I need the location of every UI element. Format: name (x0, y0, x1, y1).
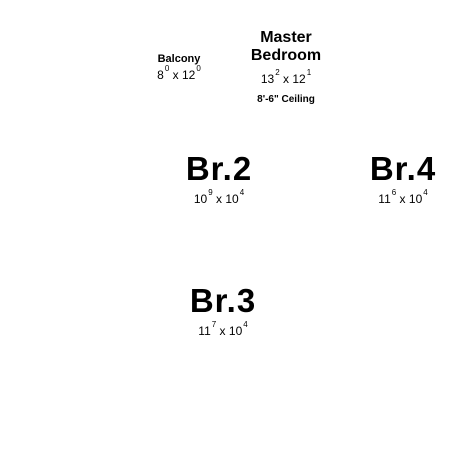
room-name: Br.2 (185, 150, 253, 187)
dimension-separator: x (283, 72, 289, 86)
dimension-separator: x (219, 324, 226, 338)
room-br4: Br.4 116 x 104 (356, 152, 450, 205)
room-name-line1: Master (260, 29, 312, 46)
length-inches: 0 (196, 64, 201, 73)
width-inches: 7 (211, 320, 217, 329)
length-feet: 10 (408, 192, 423, 206)
width-feet: 11 (378, 192, 391, 206)
width-feet: 13 (260, 72, 275, 86)
width-feet: 8 (157, 68, 164, 82)
room-dimensions: 109 x 104 (172, 189, 266, 206)
dimension-separator: x (172, 68, 179, 82)
width-feet: 10 (193, 192, 208, 206)
room-dimensions: 80 x 120 (150, 65, 208, 82)
room-name-line2: Bedroom (250, 47, 322, 64)
room-balcony: Balcony 80 x 120 (150, 53, 208, 82)
room-dimensions: 116 x 104 (356, 189, 450, 206)
length-feet: 10 (225, 192, 239, 206)
room-master-bedroom: Master Bedroom 132 x 121 8'-6" Ceiling (236, 29, 336, 105)
ceiling-note: 8'-6" Ceiling (257, 94, 315, 105)
length-feet: 10 (228, 324, 243, 338)
room-dimensions: 132 x 121 (236, 69, 336, 86)
length-feet: 12 (182, 68, 196, 82)
dimension-separator: x (399, 192, 406, 206)
room-br2: Br.2 109 x 104 (172, 152, 266, 205)
length-feet: 12 (292, 72, 306, 86)
length-inches: 4 (239, 188, 245, 197)
room-name: Br.3 (189, 282, 257, 319)
width-feet: 11 (198, 324, 211, 338)
length-inches: 4 (423, 188, 428, 197)
width-inches: 2 (275, 68, 280, 77)
length-inches: 1 (306, 68, 312, 77)
room-name: Balcony (157, 53, 201, 65)
width-inches: 9 (208, 188, 213, 197)
width-inches: 0 (164, 64, 170, 73)
width-inches: 6 (391, 188, 397, 197)
room-br3: Br.3 117 x 104 (176, 284, 270, 337)
room-name: Br.4 (369, 150, 437, 187)
dimension-separator: x (216, 192, 222, 206)
room-dimensions: 117 x 104 (176, 321, 270, 338)
length-inches: 4 (243, 320, 248, 329)
